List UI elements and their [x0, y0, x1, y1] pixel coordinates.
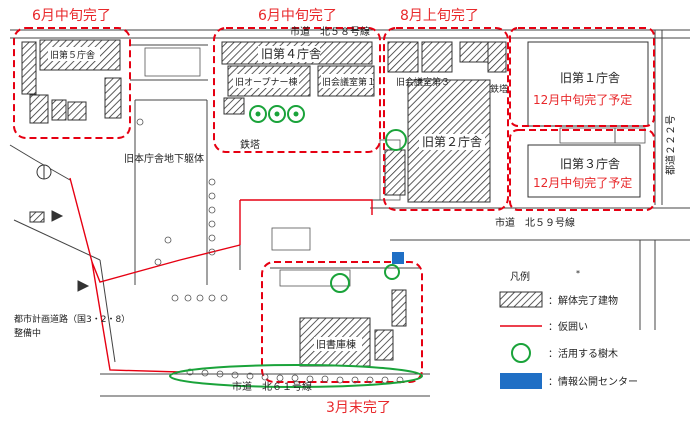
label-zone-top-right: 8月上旬完了 — [400, 8, 479, 24]
legend-marker: * — [576, 269, 580, 278]
legend-swatch-tree — [511, 343, 531, 363]
completion-zones — [13, 27, 655, 383]
label-old-4th: 旧第４庁舎 — [261, 47, 321, 61]
zone-top-right — [383, 27, 509, 211]
zone-archive — [261, 261, 423, 383]
label-zone-top-left: 6月中旬完了 — [32, 8, 111, 24]
label-old-archive: 旧書庫棟 — [316, 338, 356, 351]
label-old-opener: 旧オープナー棟 — [235, 76, 297, 88]
label-steel-tower-2: 鉄塔 — [490, 83, 508, 95]
label-old-main-underground: 旧本庁舎地下躯体 — [124, 152, 204, 165]
label-old-1st: 旧第１庁舎 — [560, 71, 620, 85]
preserved-tree — [249, 105, 267, 123]
zone-top-left — [13, 27, 131, 139]
zone-bldg1 — [509, 27, 655, 127]
label-bldg3-schedule: 12月中旬完了予定 — [533, 175, 632, 190]
label-old-assembly-1: 旧会議室第１ — [322, 76, 376, 88]
label-old-2nd: 旧第２庁舎 — [422, 135, 482, 149]
label-road-north-58: 市道 北５８号線 — [290, 25, 370, 38]
zone-bldg3 — [509, 129, 655, 211]
label-road-north-61: 市道 北６１号線 — [232, 380, 312, 393]
label-old-5th: 旧第５庁舎 — [50, 49, 95, 61]
preserved-tree-row — [169, 364, 423, 388]
label-road-north-59: 市道 北５９号線 — [495, 216, 575, 229]
zone-top-middle — [213, 27, 381, 153]
pending-buildings — [527, 41, 649, 198]
preserved-tree — [287, 105, 305, 123]
label-city-plan-road-2: 整備中 — [14, 327, 41, 339]
preserved-trees — [169, 105, 423, 388]
legend-label-hatch: ：解体完了建物 — [548, 294, 618, 307]
entrance-arrows — [36, 164, 90, 292]
label-old-assembly-3: 旧会議室第３ — [396, 76, 450, 88]
info-center — [392, 252, 404, 264]
legend-swatch-hatch — [499, 291, 543, 308]
label-steel-tower-1: 鉄塔 — [240, 138, 260, 151]
preserved-tree — [385, 129, 407, 151]
legend-title: 凡例 — [510, 270, 530, 283]
road-linework — [9, 29, 690, 397]
legend-label-info-center: ：情報公開センター — [548, 375, 638, 388]
preserved-tree — [330, 273, 350, 293]
legend-label-fence: ：仮囲い — [548, 320, 588, 333]
label-bldg1-schedule: 12月中旬完了予定 — [533, 92, 632, 107]
label-road-prefectural-222: 都道２２２号 — [664, 115, 677, 175]
bldg-old-3rd — [527, 144, 641, 198]
temporary-fence — [69, 177, 373, 373]
preserved-tree — [384, 264, 400, 280]
label-zone-bottom: 3月末完了 — [326, 400, 391, 416]
label-city-plan-road-1: 都市計画道路（国3・2・8） — [14, 313, 130, 325]
building-label-plates — [48, 46, 485, 351]
legend-label-tree: ：活用する樹木 — [548, 347, 618, 360]
preserved-tree — [268, 105, 286, 123]
bldg-old-1st — [527, 41, 649, 127]
legend-swatch-info-center — [500, 373, 542, 389]
label-zone-top-middle: 6月中旬完了 — [258, 8, 337, 24]
label-old-3rd: 旧第３庁舎 — [560, 157, 620, 171]
legend: 凡例 * ：解体完了建物 ：仮囲い ：活用する樹木 ：情報公開センター — [499, 269, 638, 389]
